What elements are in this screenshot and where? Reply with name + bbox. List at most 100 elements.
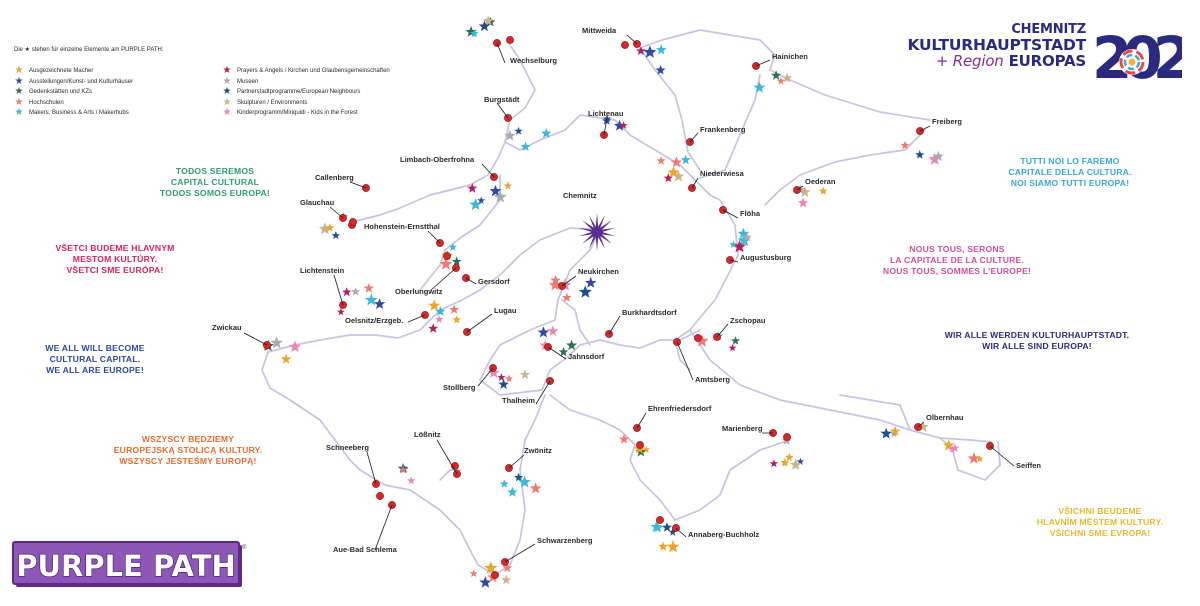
legend-item: ★Partnerstadtprogramme/European Neighbou… (222, 87, 422, 98)
legend-item: ★Museen (222, 76, 422, 88)
legend-item: ★Skulpturen / Environments (222, 97, 422, 109)
brand-line-region-europas: + Region EUROPAS (906, 54, 1086, 69)
element-star-icon (428, 299, 441, 311)
slogan-spanish: TODOS SEREMOS CAPITAL CULTURAL TODOS SOM… (130, 166, 300, 199)
slogan-line: TUTTI NOI LO FAREMO (1020, 156, 1120, 166)
slogan-line: WE ALL ARE EUROPE! (46, 365, 144, 375)
element-star-icon (498, 378, 509, 389)
slogan-line: CULTURAL CAPITAL. (49, 354, 141, 364)
map-markers (261, 15, 994, 588)
slogan-line: CAPITALE DELLA CULTURA. (1008, 167, 1132, 177)
element-star-icon (680, 154, 691, 165)
town-marker-dot (349, 218, 357, 226)
purple-path-logo: PURPLE PATH ® (12, 541, 247, 587)
town-marker-dot (506, 36, 514, 44)
element-star-icon (499, 479, 509, 488)
town-label-zwoenitz: Zwönitz (524, 446, 552, 455)
element-star-icon (737, 233, 751, 247)
element-star-icon (667, 166, 680, 178)
town-label-loessnitz: Lößnitz (414, 430, 441, 439)
town-marker-dot (491, 571, 499, 579)
legend-item: ★ Makers, Business & Arts / Makerhubs (14, 108, 214, 119)
slogan-line: TODOS SOMOS EUROPA! (160, 188, 270, 198)
town-label-lugau: Lugau (494, 306, 517, 315)
element-star-icon (318, 222, 332, 235)
element-star-icon (288, 340, 301, 353)
town-label-frankenberg: Frankenberg (700, 125, 746, 134)
element-star-icon (469, 569, 478, 578)
element-star-icon (742, 232, 752, 242)
element-star-icon (784, 452, 794, 462)
element-star-icon (365, 293, 378, 306)
element-star-icon (503, 181, 513, 190)
element-star-icon (928, 152, 942, 165)
route-network (261, 29, 1001, 576)
element-star-icon (652, 522, 663, 533)
element-star-icon (666, 540, 680, 553)
element-star-icon (428, 323, 439, 333)
slogan-line: VŠICHNI BEUDEME (1058, 506, 1142, 516)
element-star-icon (280, 353, 292, 364)
town-label-zschopau: Zschopau (730, 316, 766, 325)
brand-line-chemnitz: CHEMNITZ (1011, 22, 1086, 37)
element-star-icon (695, 334, 709, 347)
element-star-icon (728, 343, 737, 352)
element-star-icon (578, 285, 592, 298)
slogan-czech: VŠICHNI BEUDEME HLAVNÍM MĚSTEM KULTURY. … (1010, 506, 1190, 539)
legend-item-label: Makers, Business & Arts / Makerhubs (29, 110, 129, 116)
element-star-icon (407, 476, 416, 485)
element-star-icon (449, 304, 460, 314)
legend-item: ★ Gedenkstätten und KZs (14, 87, 214, 98)
legend-item-label: Skulpturen / Environments (237, 99, 308, 106)
element-star-icon (561, 292, 572, 302)
town-label-glauchau: Glauchau (300, 198, 335, 207)
element-star-icon (452, 315, 461, 324)
element-star-icon (781, 72, 793, 83)
element-star-icon (504, 129, 516, 141)
town-label-freiberg: Freiberg (932, 117, 962, 126)
town-label-schneeberg: Schneeberg (326, 443, 369, 452)
town-label-olbernhau: Olbernhau (926, 413, 964, 422)
town-label-burkhardtsdorf: Burkhardtsdorf (622, 308, 677, 317)
element-star-icon (520, 141, 531, 152)
element-star-icon (342, 287, 352, 297)
star-icon: ★ (14, 86, 24, 98)
brand-europas: EUROPAS (1008, 52, 1087, 70)
element-star-icon (585, 276, 597, 288)
town-label-annaberg-buchholz: Annaberg-Buchholz (688, 530, 759, 539)
star-icon: ★ (14, 107, 24, 119)
element-star-icon (900, 140, 910, 150)
slogan-line: VŠICHNI SME EVROPA! (1049, 528, 1151, 538)
slogan-line: NOI SIAMO TUTTI EUROPA! (1010, 178, 1130, 188)
town-label-limbach-oberfrohna: Limbach-Oberfrohna (400, 155, 475, 164)
town-label-oelsnitz: Oelsnitz/Erzgeb. (345, 316, 403, 325)
town-label-thalheim: Thalheim (502, 396, 535, 405)
element-star-icon (478, 20, 491, 32)
town-label-oberlungwitz: Oberlungwitz (395, 287, 443, 296)
element-star-icon (613, 119, 626, 131)
element-star-icon (467, 183, 478, 193)
element-star-icon (917, 420, 929, 432)
element-star-icon (729, 240, 738, 248)
legend-item: ★Kinderprogramm/Miriquidi - Kids in the … (222, 108, 422, 119)
legend-item: ★Ausgezeichnete Macher (14, 66, 214, 77)
legend: Die ★ stehen für einzelne Elemente am PU… (14, 45, 390, 118)
slogan-line: WIR ALLE WERDEN KULTURHAUPTSTADT. (944, 330, 1130, 340)
element-star-icon (662, 522, 672, 532)
element-star-icon (514, 472, 524, 482)
town-label-marienberg: Marienberg (722, 424, 763, 433)
town-label-floeha: Flöha (740, 209, 761, 218)
element-star-icon (337, 307, 345, 316)
slogan-french: NOUS TOUS, SERONS LA CAPITALE DE LA CULT… (862, 244, 1052, 277)
element-star-icon (550, 274, 561, 285)
star-icon: ★ (14, 75, 24, 87)
slogan-line: VŠETCI SME EURÓPA! (66, 265, 164, 275)
element-star-icon (448, 242, 458, 251)
slogan-polish: WSZYSCY BĘDZIEMY EUROPEJSKĄ STOLICĄ KULT… (88, 434, 288, 467)
label-leader-lines (243, 34, 1015, 563)
star-icon: ★ (14, 96, 24, 108)
town-label-burgstaedt: Burgstädt (484, 95, 520, 104)
legend-item-label: Gedenkstätten und KZs (29, 89, 93, 95)
town-marker-dot (694, 334, 702, 342)
town-label-lichtenau: Lichtenau (588, 109, 624, 118)
